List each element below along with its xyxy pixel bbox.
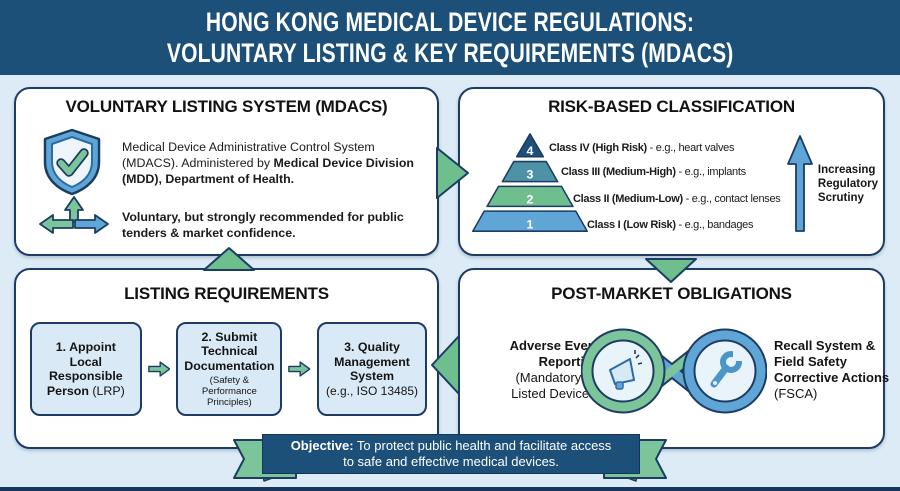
wrench-icon (710, 350, 744, 388)
adverse-event-text: Adverse Event Reporting (Mandatory for L… (482, 338, 600, 402)
step-2-sub: (Safety & Performance Principles) (201, 375, 257, 409)
objective-line1-rest: To protect public health and facilitate … (353, 438, 612, 453)
scrutiny-line2: Regulatory (817, 178, 878, 190)
voluntary-description: Medical Device Administrative Control Sy… (122, 139, 434, 187)
objective-line1: Objective: To protect public health and … (291, 438, 612, 454)
tier-1-label: Class I (Low Risk) (587, 219, 676, 231)
tier-4-example: - e.g., heart valves (646, 142, 735, 154)
tier-3-label: Class III (Medium-High) (561, 166, 676, 178)
step-3-sub: (e.g., ISO 13485) (326, 383, 419, 398)
tier-2-example: - e.g., contact lenses (682, 193, 781, 205)
tier-row-class-iv: Class IV (High Risk) - e.g., heart valve… (549, 142, 734, 157)
panel-voluntary-title: VOLUNTARY LISTING SYSTEM (MDACS) (65, 97, 388, 116)
recall-text: Recall System & Field Safety Corrective … (774, 338, 896, 402)
step-2-bold: 2. Submit Technical Documentation (184, 329, 275, 373)
step-arrow-right-icon (288, 361, 311, 377)
header-title-line1: HONG KONG MEDICAL DEVICE REGULATIONS: (205, 6, 695, 37)
step-1-normal: (LRP) (88, 383, 125, 398)
panel-classification-title: RISK-BASED CLASSIFICATION (548, 97, 795, 116)
recall-bold: Recall System & Field Safety Corrective … (774, 338, 890, 385)
step-appoint-lrp: 1. Appoint Local Responsible Person (LRP… (30, 322, 142, 416)
scrutiny-label: Increasing Regulatory Scrutiny (818, 163, 878, 205)
step-quality-management: 3. Quality Management System (e.g., ISO … (317, 322, 427, 416)
panel-postmarket-title: POST-MARKET OBLIGATIONS (551, 284, 792, 303)
panel-listing-requirements: LISTING REQUIREMENTS 1. Appoint Local Re… (14, 268, 439, 449)
flow-arrow-right-icon (436, 147, 469, 199)
tier-4-number: 4 (527, 144, 534, 158)
flow-arrow-left-icon (431, 335, 460, 395)
tier-row-class-iii: Class III (Medium-High) - e.g., implants (561, 166, 746, 181)
tier-3-number: 3 (527, 168, 534, 182)
panel-requirements-title: LISTING REQUIREMENTS (124, 284, 329, 303)
tier-row-class-i: Class I (Low Risk) - e.g., bandages (587, 219, 754, 234)
risk-pyramid: 4 3 2 1 (472, 133, 588, 232)
step-technical-documentation: 2. Submit Technical Documentation (Safet… (176, 322, 283, 416)
panel-voluntary-listing: VOLUNTARY LISTING SYSTEM (MDACS) Medical… (14, 87, 439, 256)
objective-label: Objective: (290, 438, 354, 453)
tier-row-class-ii: Class II (Medium-Low) - e.g., contact le… (573, 193, 781, 208)
panel-post-market: POST-MARKET OBLIGATIONS Adverse Event Re… (458, 268, 889, 449)
megaphone-icon (609, 350, 643, 390)
tier-1-example: - e.g., bandages (675, 219, 754, 231)
step-1-text: 1. Appoint Local Responsible Person (LRP… (38, 340, 134, 398)
adverse-normal: (Mandatory for Listed Devices) (511, 370, 600, 401)
up-arrow-icon (787, 135, 813, 232)
recall-normal: (FSCA) (774, 386, 818, 401)
objective-line2: to safe and effective medical devices. (343, 454, 559, 469)
scrutiny-line3: Scrutiny (817, 192, 864, 204)
step-3-bold: 3. Quality Management System (334, 340, 410, 384)
infinity-loop-icon (581, 328, 767, 414)
tier-2-number: 2 (527, 193, 534, 207)
tier-4-label: Class IV (High Risk) (549, 142, 647, 154)
step-arrow-right-icon (147, 361, 171, 377)
tier-2-label: Class II (Medium-Low) (573, 193, 683, 205)
branch-arrows-icon (39, 196, 109, 234)
step-1-bold: 1. Appoint Local Responsible Person (46, 340, 123, 398)
header-banner: HONG KONG MEDICAL DEVICE REGULATIONS: VO… (0, 0, 900, 75)
tier-1-number: 1 (527, 217, 534, 231)
voluntary-description-normal: Medical Device Administrative Control Sy… (122, 140, 375, 170)
bottom-border (0, 487, 900, 491)
objective-banner: Objective: To protect public health and … (262, 434, 640, 474)
voluntary-description-bold: Medical Device Division (MDD), Departmen… (122, 156, 414, 186)
scrutiny-line1: Increasing (817, 164, 876, 176)
header-title-line2: VOLUNTARY LISTING & KEY REQUIREMENTS (MD… (166, 37, 734, 68)
scrutiny-group: Increasing Regulatory Scrutiny (787, 135, 878, 233)
voluntary-note: Voluntary, but strongly recommended for … (122, 210, 404, 240)
panel-risk-classification: RISK-BASED CLASSIFICATION 4 3 2 1 Class … (458, 87, 885, 256)
requirement-steps: 1. Appoint Local Responsible Person (LRP… (30, 322, 427, 416)
tier-3-example: - e.g., implants (675, 166, 746, 178)
flow-arrow-up-icon (203, 247, 255, 271)
shield-check-icon (43, 128, 101, 196)
flow-arrow-down-icon (645, 258, 697, 283)
